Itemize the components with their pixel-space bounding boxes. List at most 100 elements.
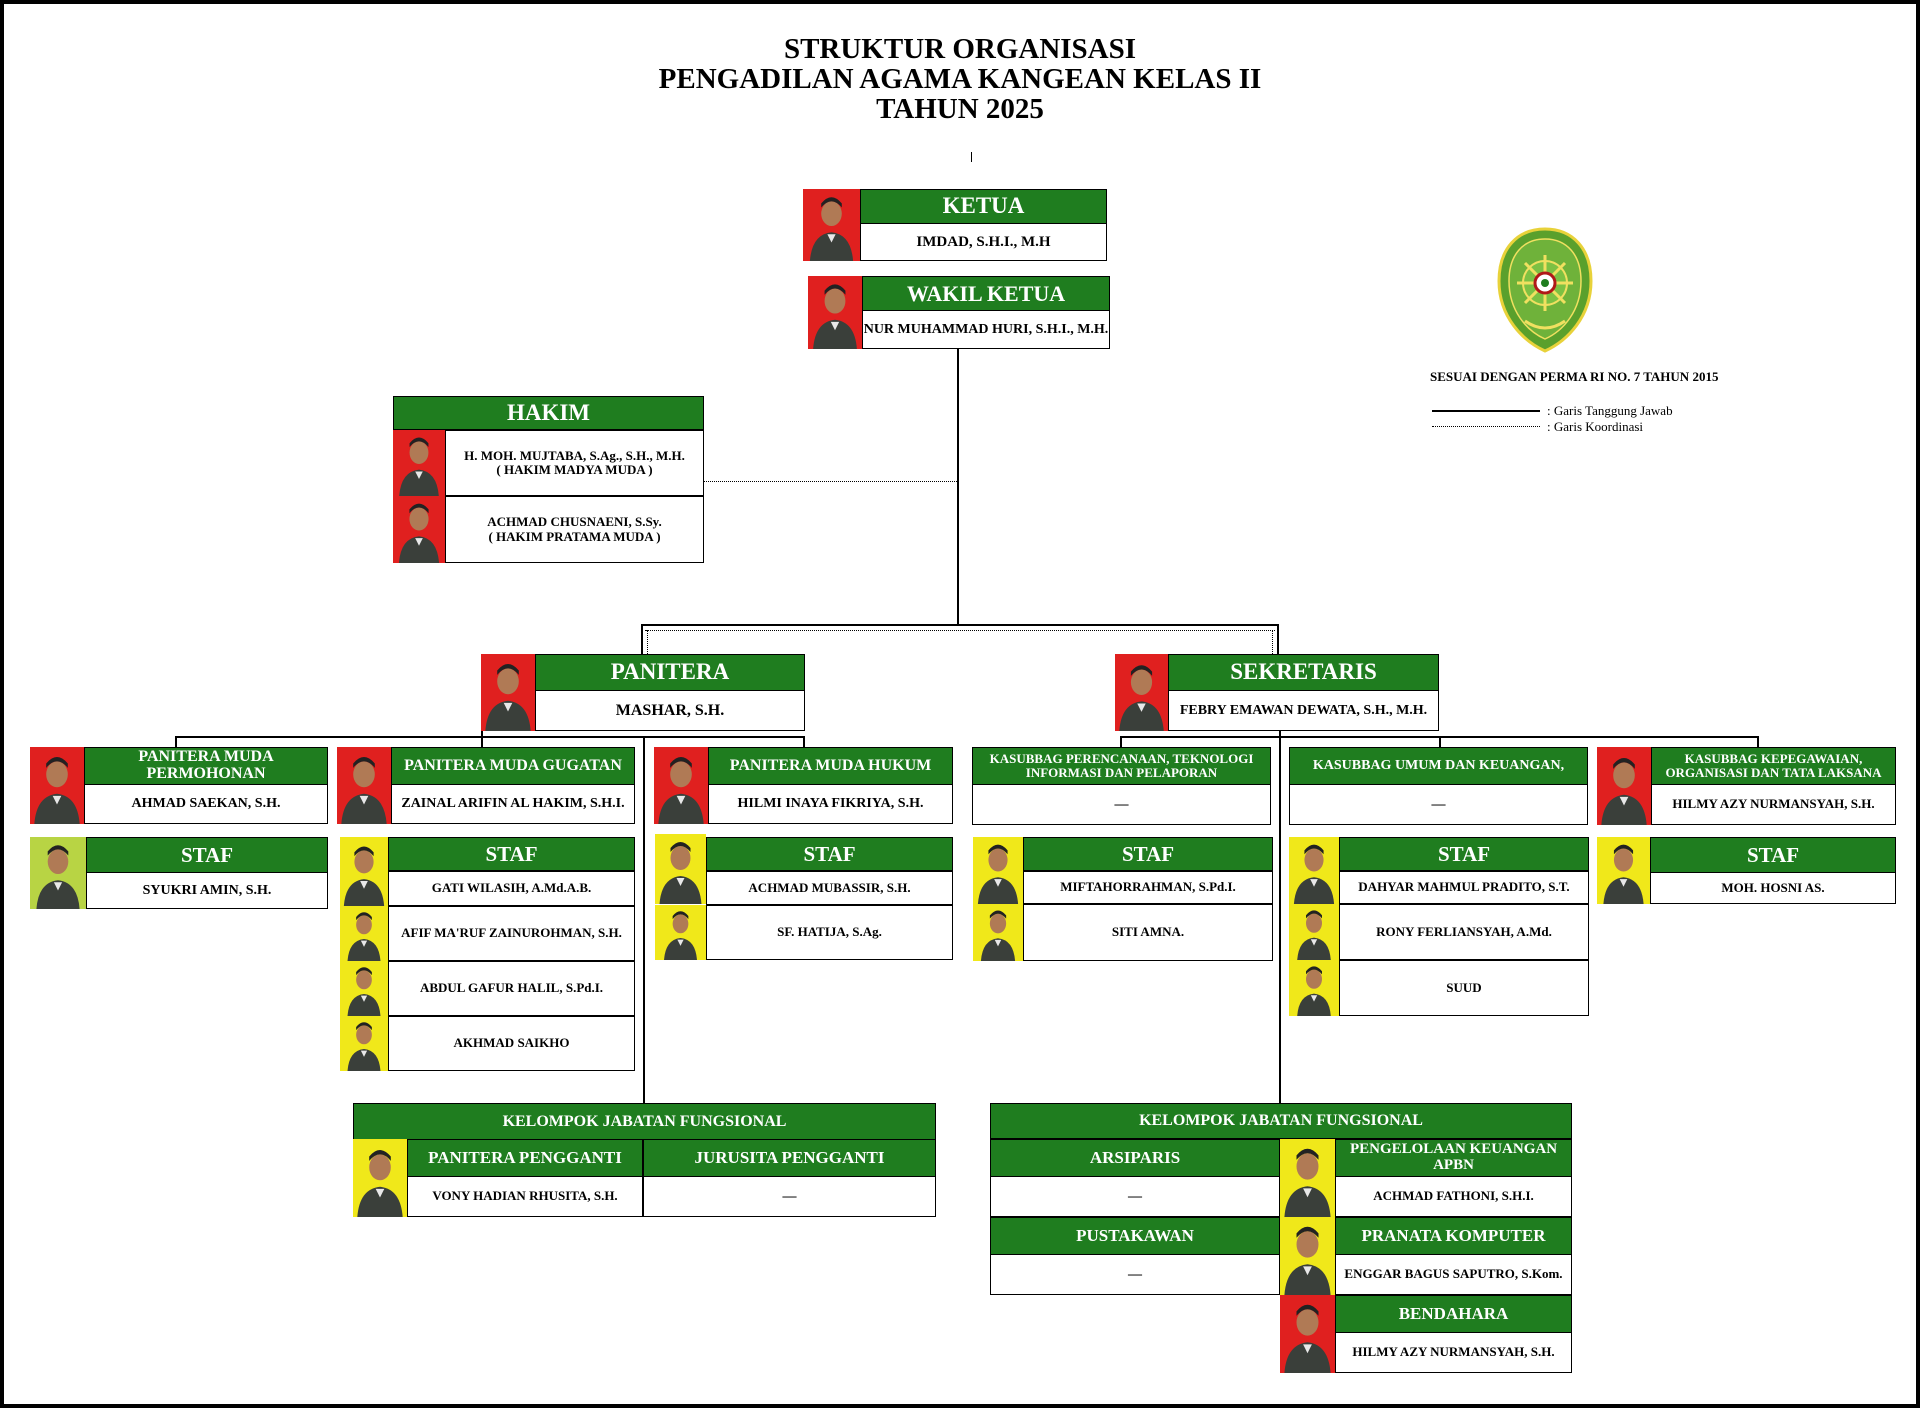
kjf-apbn-photo: [1280, 1139, 1335, 1217]
staf-permohonan-name-1: SYUKRI AMIN, S.H.: [87, 872, 327, 908]
chart-title-line1: STRUKTUR ORGANISASI: [783, 33, 1137, 65]
sekretaris-name: FEBRY EMAWAN DEWATA, S.H., M.H.: [1169, 690, 1438, 730]
staf-gugatan-row-2: AFIF MA'RUF ZAINUROHMAN, S.H.: [388, 906, 635, 961]
connector-panitera-horizontal: [175, 736, 805, 738]
hakim-member-1-role: ( HAKIM MADYA MUDA ): [496, 462, 653, 477]
panitera-photo: [481, 654, 535, 731]
legend-solid-label: : Garis Tanggung Jawab: [1547, 403, 1673, 418]
staf-hukum-name-1: ACHMAD MUBASSIR, S.H.: [748, 879, 911, 895]
panitera-box: PANITERA MASHAR, S.H.: [535, 654, 805, 731]
kjf-bendahara-name: HILMY AZY NURMANSYAH, S.H.: [1336, 1332, 1571, 1372]
staf-permohonan-box: STAF SYUKRI AMIN, S.H.: [86, 837, 328, 909]
staf-perencanaan-photo-2: [973, 904, 1023, 961]
staf-umum-header: STAF: [1339, 837, 1589, 871]
connector-ks1: [1120, 736, 1122, 748]
kjf-pranata-title: PRANATA KOMPUTER: [1336, 1218, 1571, 1254]
pm-hukum-name: HILMI INAYA FIKRIYA, S.H.: [709, 784, 952, 823]
staf-umum-name-2: RONY FERLIANSYAH, A.Md.: [1376, 923, 1552, 939]
staf-kepegawaian-title: STAF: [1651, 838, 1895, 872]
pm-gugatan-name: ZAINAL ARIFIN AL HAKIM, S.H.I.: [392, 784, 634, 823]
staf-umum-photo-2: [1289, 904, 1339, 960]
staf-umum-photo-3: [1289, 960, 1339, 1016]
staf-umum-name-3: SUUD: [1446, 979, 1482, 995]
legend-dotted-label: : Garis Koordinasi: [1547, 419, 1644, 434]
staf-gugatan-photo-1: [340, 837, 388, 906]
hakim-member-1-name: H. MOH. MUJTABA, S.Ag., S.H., M.H.: [464, 447, 685, 463]
sekretaris-box: SEKRETARIS FEBRY EMAWAN DEWATA, S.H., M.…: [1168, 654, 1439, 731]
panitera-title: PANITERA: [536, 655, 804, 690]
pm-gugatan-box: PANITERA MUDA GUGATAN ZAINAL ARIFIN AL H…: [391, 747, 635, 824]
connector-pm2: [481, 718, 483, 748]
staf-hukum-name-2: SF. HATIJA, S.Ag.: [777, 924, 882, 940]
hakim-member-2-name: ACHMAD CHUSNAENI, S.Sy.: [487, 514, 662, 530]
staf-gugatan-row-1: GATI WILASIH, A.Md.A.B.: [388, 871, 635, 906]
kjf-right-title: KELOMPOK JABATAN FUNGSIONAL: [991, 1104, 1571, 1138]
hakim-member-2-role: ( HAKIM PRATAMA MUDA ): [488, 528, 661, 544]
staf-hukum-photo-2: [655, 905, 706, 960]
kjf-arsiparis-box: ARSIPARIS —: [990, 1139, 1280, 1217]
pm-hukum-photo: [654, 747, 708, 824]
court-emblem-icon: [1495, 225, 1595, 355]
staf-perencanaan-name-2: SITI AMNA.: [1111, 924, 1185, 940]
staf-gugatan-row-3: ABDUL GAFUR HALIL, S.Pd.I.: [388, 961, 635, 1016]
kjf-arsiparis-title: ARSIPARIS: [991, 1140, 1279, 1176]
staf-gugatan-photo-2: [340, 906, 388, 961]
kjf-pranata-box: PRANATA KOMPUTER ENGGAR BAGUS SAPUTRO, S…: [1335, 1217, 1572, 1295]
staf-hukum-header: STAF: [706, 837, 953, 871]
kasubbag-umum-box: KASUBBAG UMUM DAN KEUANGAN, —: [1289, 747, 1588, 825]
staf-umum-row-2: RONY FERLIANSYAH, A.Md.: [1339, 904, 1589, 960]
kjf-pranata-name: ENGGAR BAGUS SAPUTRO, S.Kom.: [1336, 1254, 1571, 1294]
connector-hakim-dotted: [704, 481, 957, 482]
staf-permohonan-photo-1: [30, 837, 86, 909]
pm-permohonan-photo: [30, 747, 84, 824]
staf-perencanaan-row-2: SITI AMNA.: [1023, 904, 1273, 961]
sekretaris-photo: [1115, 654, 1168, 731]
kasubbag-umum-title: KASUBBAG UMUM DAN KEUANGAN,: [1290, 748, 1587, 784]
wakil-title: WAKIL KETUA: [863, 277, 1109, 310]
kasubbag-perencanaan-name: —: [973, 784, 1270, 824]
staf-gugatan-header: STAF: [388, 837, 635, 871]
wakil-name: NUR MUHAMMAD HURI, S.H.I., M.H.: [863, 310, 1109, 348]
kjf-jurusita-pengganti-box: JURUSITA PENGGANTI —: [643, 1139, 936, 1217]
hakim-member-1-text: H. MOH. MUJTABA, S.Ag., S.H., M.H. ( HAK…: [446, 431, 703, 495]
kasubbag-perencanaan-title: KASUBBAG PERENCANAAN, TEKNOLOGI INFORMAS…: [973, 748, 1270, 784]
staf-gugatan-name-4: AKHMAD SAIKHO: [453, 1035, 570, 1051]
staf-permohonan-title: STAF: [87, 838, 327, 872]
connector-right-down: [1277, 624, 1279, 654]
hakim-photo-2: [393, 496, 445, 563]
staf-umum-row-3: SUUD: [1339, 960, 1589, 1016]
kjf-apbn-box: PENGELOLAAN KEUANGAN APBN ACHMAD FATHONI…: [1335, 1139, 1572, 1217]
connector-right-dotted: [1272, 630, 1273, 654]
kasubbag-kepegawaian-name: HILMY AZY NURMANSYAH, S.H.: [1652, 784, 1895, 824]
ketua-title: KETUA: [861, 190, 1106, 223]
staf-umum-row-1: DAHYAR MAHMUL PRADITO, S.T.: [1339, 871, 1589, 904]
kasubbag-kepegawaian-title: KASUBBAG KEPEGAWAIAN, ORGANISASI DAN TAT…: [1652, 748, 1895, 784]
staf-umum-name-1: DAHYAR MAHMUL PRADITO, S.T.: [1358, 879, 1570, 895]
staf-perencanaan-title: STAF: [1023, 837, 1273, 871]
staf-gugatan-row-4: AKHMAD SAIKHO: [388, 1016, 635, 1071]
staf-perencanaan-name-1: MIFTAHORRAHMAN, S.Pd.I.: [1060, 879, 1236, 895]
hakim-member-2-text: ACHMAD CHUSNAENI, S.Sy. ( HAKIM PRATAMA …: [446, 497, 703, 562]
connector-ks2: [1439, 736, 1441, 748]
kjf-bendahara-photo: [1280, 1295, 1335, 1373]
kjf-bendahara-box: BENDAHARA HILMY AZY NURMANSYAH, S.H.: [1335, 1295, 1572, 1373]
wakil-box: WAKIL KETUA NUR MUHAMMAD HURI, S.H.I., M…: [862, 276, 1110, 349]
sekretaris-title: SEKRETARIS: [1169, 655, 1438, 690]
connector-kjf-right: [1279, 718, 1281, 1103]
kjf-pustakawan-name: —: [991, 1254, 1279, 1294]
kjf-jurusita-pengganti-name: —: [644, 1176, 935, 1216]
staf-gugatan-name-3: ABDUL GAFUR HALIL, S.Pd.I.: [419, 980, 604, 996]
legend-dotted-line: [1432, 426, 1540, 427]
kjf-arsiparis-name: —: [991, 1176, 1279, 1216]
kjf-panitera-pengganti-name: VONY HADIAN RHUSITA, S.H.: [408, 1176, 642, 1216]
connector-pm3: [803, 736, 805, 748]
kasubbag-kepegawaian-photo: [1597, 747, 1651, 825]
connector-main-vertical: [957, 349, 959, 626]
kasubbag-perencanaan-box: KASUBBAG PERENCANAAN, TEKNOLOGI INFORMAS…: [972, 747, 1271, 825]
chart-title-line3: TAHUN 2025: [876, 93, 1044, 125]
staf-gugatan-photo-4: [340, 1016, 388, 1071]
kjf-right-box: KELOMPOK JABATAN FUNGSIONAL: [990, 1103, 1572, 1139]
pm-gugatan-photo: [337, 747, 391, 824]
staf-hukum-row-1: ACHMAD MUBASSIR, S.H.: [706, 871, 953, 905]
